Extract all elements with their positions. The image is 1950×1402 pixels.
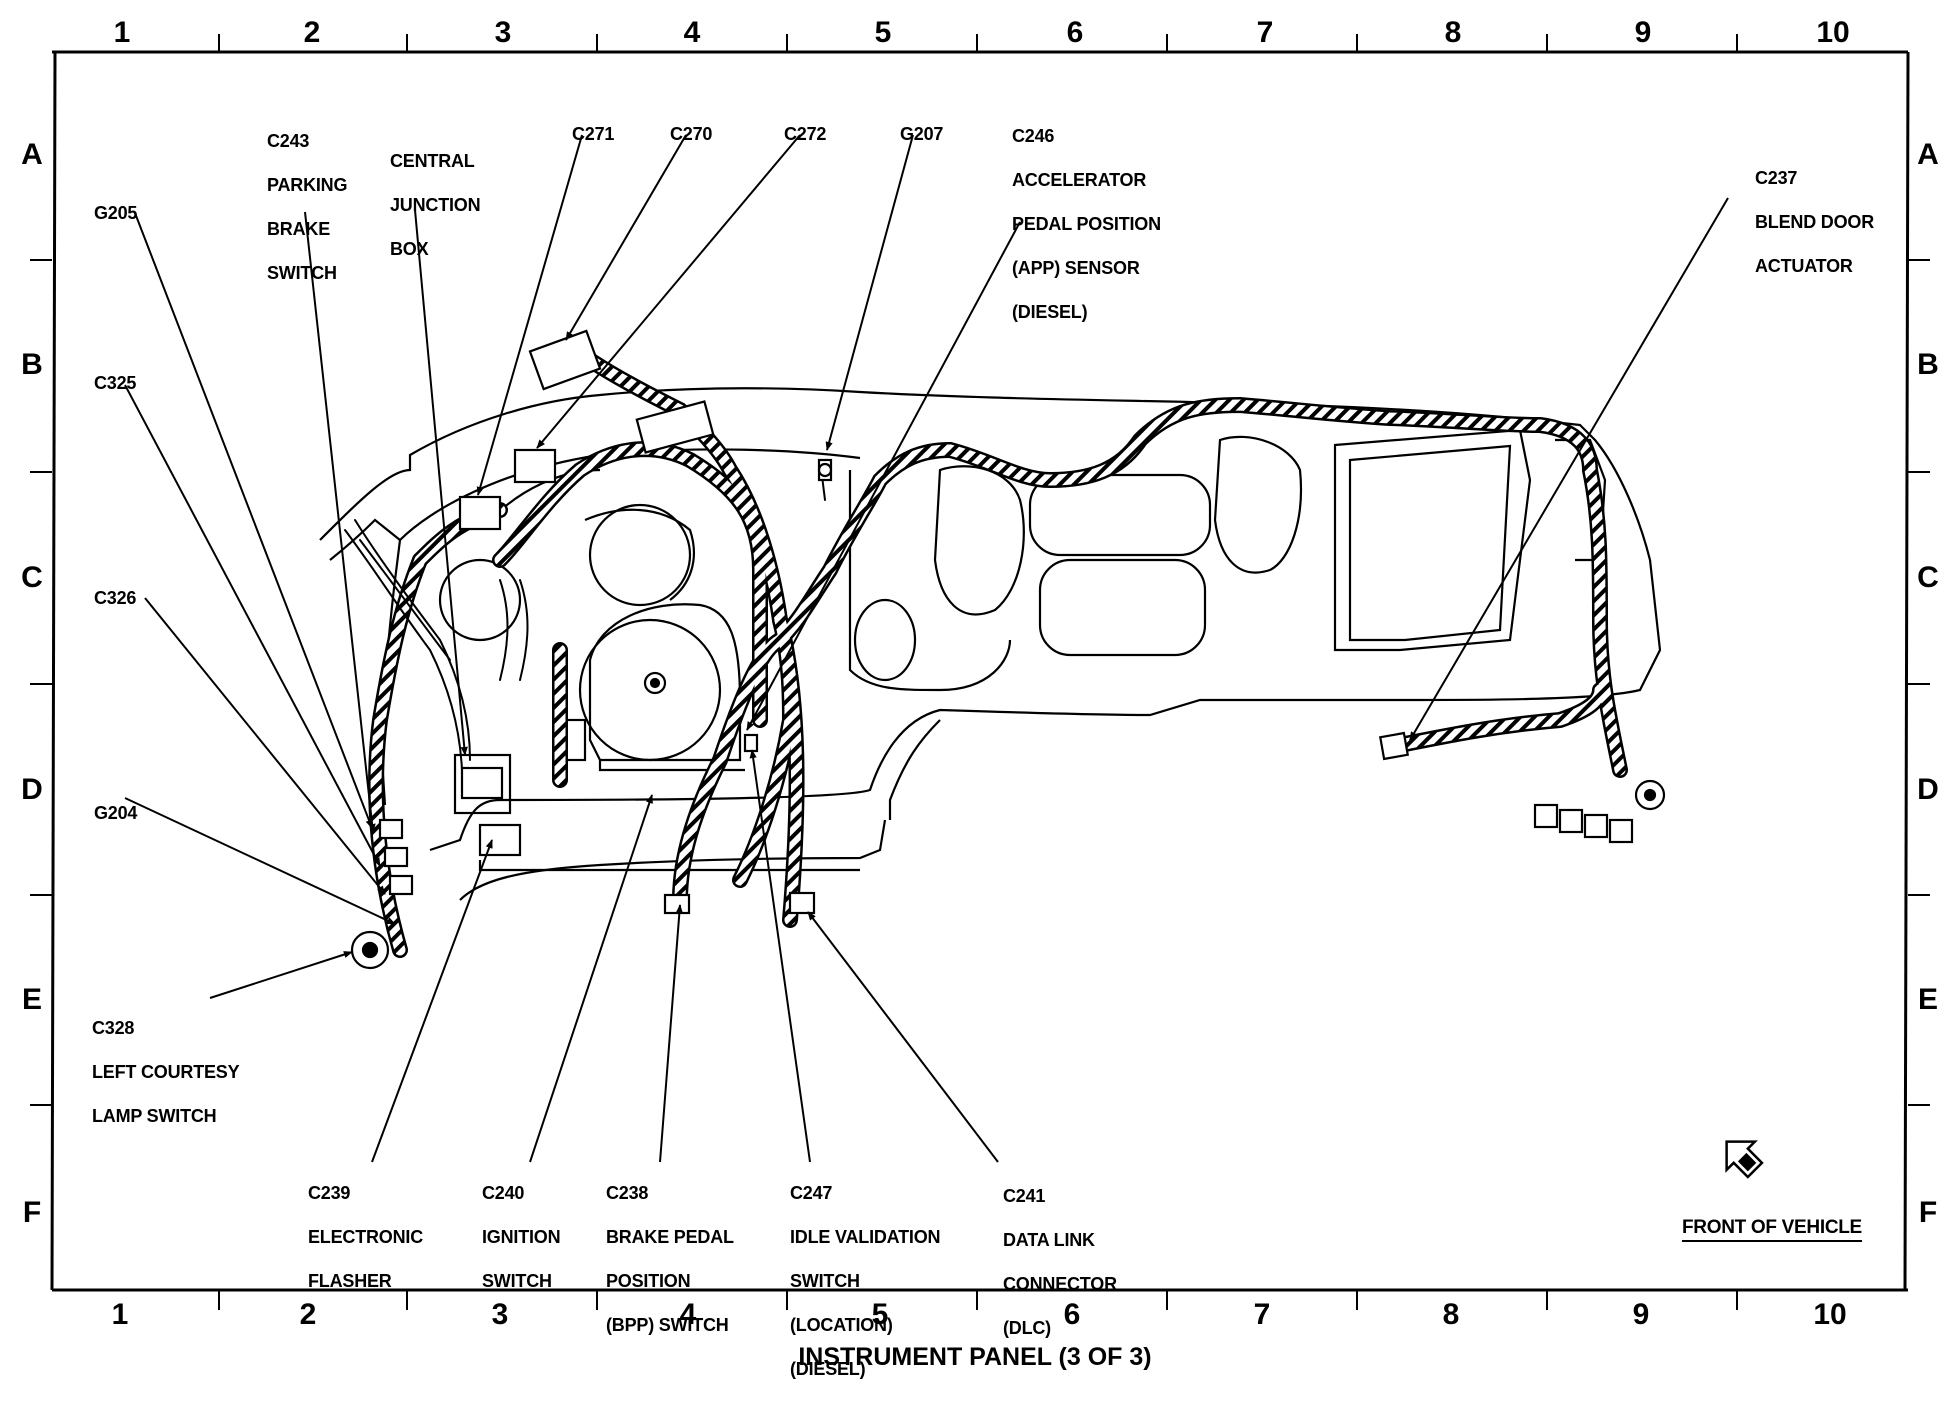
- grid-col-top-3: 3: [494, 16, 512, 49]
- callout-c239-electronic-flasher: C239 ELECTRONIC FLASHER: [308, 1183, 424, 1291]
- grid-row-left-c: C: [21, 561, 43, 594]
- grid-row-right-e: E: [1917, 983, 1938, 1016]
- callout-c271: C271: [572, 124, 615, 144]
- grid-row-left-e: E: [21, 983, 42, 1016]
- grid-col-bottom-9: 9: [1632, 1298, 1650, 1331]
- callout-c272: C272: [784, 124, 827, 144]
- front-of-vehicle-arrow-icon: [1725, 1140, 1764, 1179]
- diagram-border: [50, 50, 1910, 1292]
- grid-col-bottom-6: 6: [1063, 1298, 1081, 1331]
- leader-lines: [124, 134, 1729, 1163]
- grid-col-top-4: 4: [683, 16, 701, 49]
- wiring-harness: [344, 352, 1628, 958]
- grid-col-bottom-2: 2: [299, 1298, 317, 1331]
- callout-central-junction-box: CENTRAL JUNCTION BOX: [390, 151, 481, 259]
- grid-col-bottom-8: 8: [1442, 1298, 1460, 1331]
- grid-col-bottom-3: 3: [491, 1298, 509, 1331]
- grid-col-top-7: 7: [1256, 16, 1274, 49]
- callout-c270: C270: [670, 124, 713, 144]
- grid-col-bottom-1: 1: [111, 1298, 129, 1331]
- connectors: [350, 329, 1666, 970]
- callout-c243-parking-brake-switch: C243 PARKING BRAKE SWITCH: [267, 131, 348, 283]
- callout-c240-ignition-switch: C240 IGNITION SWITCH: [482, 1183, 561, 1291]
- grid-row-left-d: D: [21, 773, 43, 806]
- grid-col-bottom-10: 10: [1813, 1298, 1847, 1331]
- front-of-vehicle-label: FRONT OF VEHICLE: [1682, 1217, 1862, 1242]
- callout-c241-data-link-connector: C241 DATA LINK CONNECTOR (DLC): [1003, 1186, 1117, 1338]
- grid-row-left-a: A: [21, 138, 43, 171]
- grid-col-bottom-5: 5: [871, 1298, 889, 1331]
- callout-g207: G207: [900, 124, 944, 144]
- callout-c237-blend-door-actuator: C237 BLEND DOOR ACTUATOR: [1755, 168, 1874, 276]
- grid-col-top-2: 2: [303, 16, 321, 49]
- grid-col-bottom-4: 4: [679, 1298, 697, 1331]
- grid-col-top-8: 8: [1444, 16, 1462, 49]
- grid-col-top-1: 1: [113, 16, 131, 49]
- grid-row-right-d: D: [1917, 773, 1939, 806]
- grid-col-top-5: 5: [874, 16, 892, 49]
- callout-c238-bpp-switch: C238 BRAKE PEDAL POSITION (BPP) SWITCH: [606, 1183, 734, 1335]
- grid-row-right-f: F: [1918, 1196, 1938, 1229]
- callout-c326: C326: [94, 588, 137, 608]
- grid-col-top-10: 10: [1816, 16, 1850, 49]
- callout-c328-left-courtesy-lamp-switch: C328 LEFT COURTESY LAMP SWITCH: [92, 1018, 240, 1126]
- callout-c247-idle-validation-switch: C247 IDLE VALIDATION SWITCH (LOCATION) (…: [790, 1183, 941, 1379]
- callout-g204: G204: [94, 803, 138, 823]
- grid-row-right-a: A: [1917, 138, 1939, 171]
- callout-c246-app-sensor: C246 ACCELERATOR PEDAL POSITION (APP) SE…: [1012, 126, 1161, 322]
- grid-row-right-c: C: [1917, 561, 1939, 594]
- grid-col-top-6: 6: [1066, 16, 1084, 49]
- grid-row-right-b: B: [1917, 348, 1939, 381]
- grid-col-top-9: 9: [1634, 16, 1652, 49]
- figure-title: INSTRUMENT PANEL (3 OF 3): [798, 1343, 1152, 1371]
- grid-row-left-b: B: [21, 348, 43, 381]
- grid-col-bottom-7: 7: [1253, 1298, 1271, 1331]
- callout-g205: G205: [94, 203, 138, 223]
- grid-ticks: [30, 34, 1930, 1310]
- callout-c325: C325: [94, 373, 137, 393]
- grid-row-left-f: F: [22, 1196, 42, 1229]
